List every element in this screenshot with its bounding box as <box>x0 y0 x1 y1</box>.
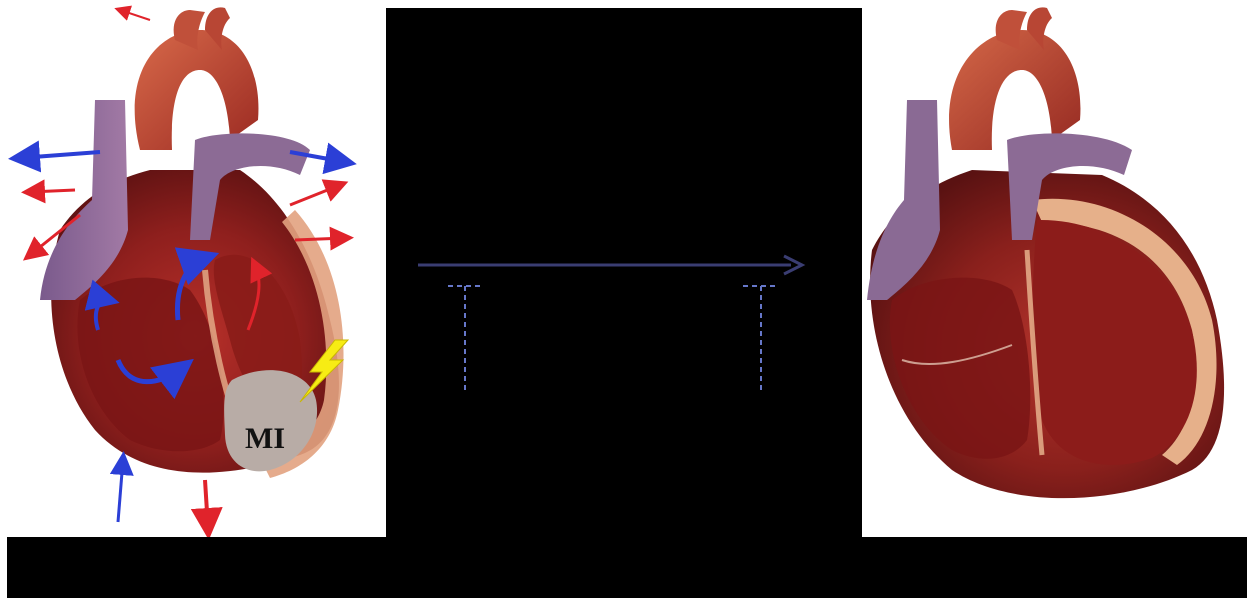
ventricle-chamber <box>890 278 1030 459</box>
heart-mi-illustration: MI <box>0 0 386 537</box>
inflow-arrow <box>118 460 123 522</box>
outflow-arrow <box>205 480 208 528</box>
aortic-arch <box>949 30 1080 150</box>
caption-band <box>7 537 1247 598</box>
outflow-arrow <box>290 185 340 205</box>
outflow-arrow <box>30 190 75 192</box>
transition-diagram <box>386 8 862 537</box>
outflow-arrow <box>120 10 150 20</box>
congestion-arrow <box>20 152 100 158</box>
right-heart-panel <box>862 0 1247 537</box>
timepoint-marker <box>448 286 484 393</box>
outflow-arrow <box>295 238 345 240</box>
mi-label: MI <box>245 422 285 455</box>
left-heart-panel: MI <box>0 0 386 537</box>
heart-remodeled-illustration <box>862 0 1247 537</box>
transition-panel <box>386 8 862 537</box>
timepoint-marker <box>743 286 778 393</box>
